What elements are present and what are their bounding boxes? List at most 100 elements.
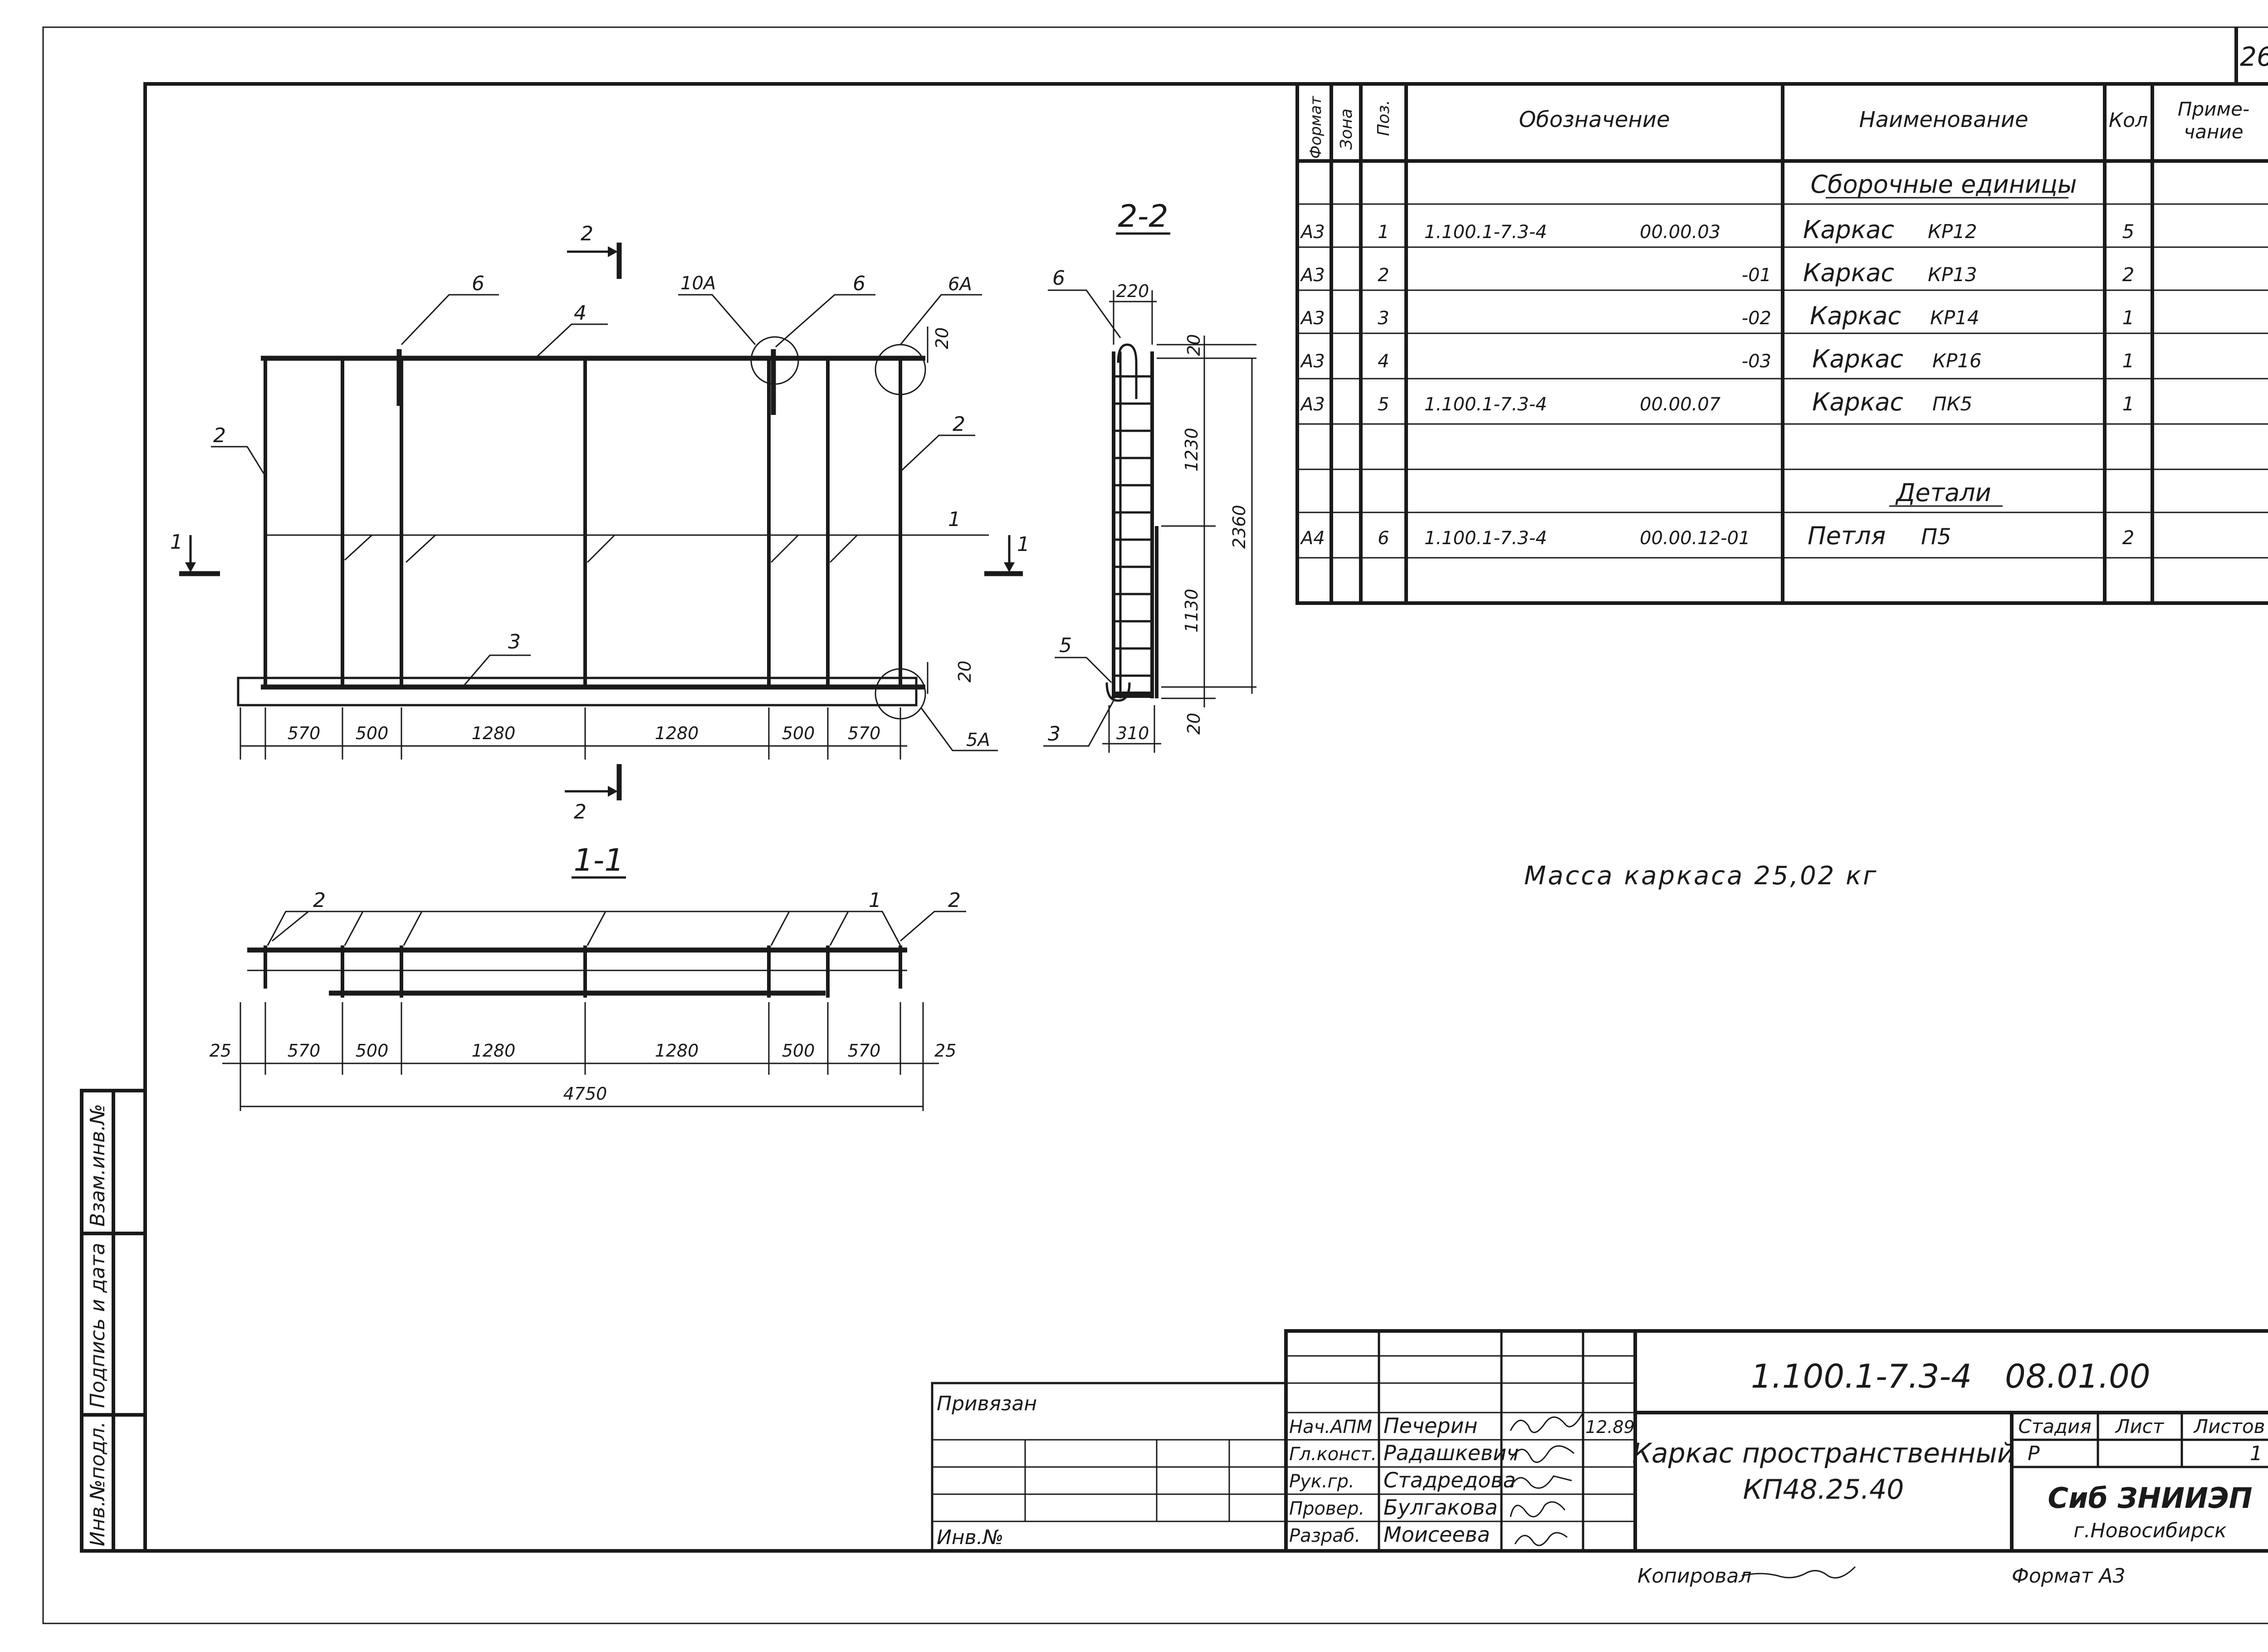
svg-text:1230: 1230 xyxy=(1182,428,1202,472)
title-block: Привязан Инв.№ Нач.АПМ Печерин Гл.конст.… xyxy=(931,1329,2268,1552)
svg-text:Каркас: Каркас xyxy=(1812,345,1903,373)
section-11-callout-2-left: 2 xyxy=(313,889,326,912)
strip-sign-date: Подпись и дата xyxy=(86,1243,109,1408)
svg-text:00.00.12-01: 00.00.12-01 xyxy=(1640,528,1750,549)
svg-text:20: 20 xyxy=(1184,334,1204,356)
svg-text:-03: -03 xyxy=(1742,351,1771,372)
svg-text:А3: А3 xyxy=(1300,351,1325,372)
section-1-1-view: 1-1 2 1 2 xyxy=(210,843,966,1111)
svg-text:570: 570 xyxy=(288,723,321,743)
sheets-value: 1 xyxy=(2250,1442,2263,1465)
section-22-dim-bottom: 310 xyxy=(1102,705,1161,753)
svg-text:Нач.АПМ: Нач.АПМ xyxy=(1289,1417,1372,1438)
svg-text:1280: 1280 xyxy=(655,1041,699,1061)
svg-text:Копировал: Копировал xyxy=(1637,1564,1751,1588)
svg-text:Каркас: Каркас xyxy=(1810,302,1901,330)
svg-text:1: 1 xyxy=(2122,307,2135,329)
callout-10a: 10А xyxy=(680,273,716,294)
inv-label: Инв.№ xyxy=(937,1526,1003,1549)
svg-text:1: 1 xyxy=(1378,222,1389,243)
signature-scribble xyxy=(1510,1445,1574,1463)
svg-text:1.100.1-7.3-4: 1.100.1-7.3-4 xyxy=(1424,222,1547,243)
spec-row: А3 4 -03 Каркас КР16 1 xyxy=(1300,345,2134,373)
stage-label: Стадия xyxy=(2018,1415,2091,1438)
svg-text:2: 2 xyxy=(2122,526,2135,549)
approval-date: 12.89 xyxy=(1585,1417,1635,1437)
svg-text:5: 5 xyxy=(2122,220,2135,243)
format-label: Формат А3 xyxy=(2012,1564,2126,1588)
outer-trim-border xyxy=(42,26,2268,1624)
section-11-callout-2-right: 2 xyxy=(948,889,961,912)
svg-text:2: 2 xyxy=(581,222,593,245)
svg-text:3: 3 xyxy=(1378,308,1389,329)
svg-text:25: 25 xyxy=(210,1041,231,1061)
section-11-dimension-chain: 25 570 500 1280 1280 500 570 25 4750 xyxy=(210,1002,956,1111)
svg-text:А3: А3 xyxy=(1300,308,1325,329)
svg-text:1280: 1280 xyxy=(472,723,516,743)
svg-text:1: 1 xyxy=(2122,350,2135,372)
callout-1: 1 xyxy=(948,508,961,531)
svg-text:20: 20 xyxy=(932,327,952,349)
svg-text:ПК5: ПК5 xyxy=(1932,393,1972,415)
svg-text:00.00.07: 00.00.07 xyxy=(1640,394,1721,415)
section-mark-1-left: 1 xyxy=(170,531,220,576)
doc-suffix: 08.01.00 xyxy=(2005,1357,2151,1395)
svg-text:500: 500 xyxy=(356,723,389,743)
svg-text:1.100.1-7.3-4: 1.100.1-7.3-4 xyxy=(1424,394,1547,415)
svg-text:570: 570 xyxy=(848,723,881,743)
signer-row: Провер. Булгакова xyxy=(1289,1495,1498,1520)
svg-text:2: 2 xyxy=(1378,265,1389,286)
callout-6-left: 6 xyxy=(472,272,484,295)
svg-text:00.00.03: 00.00.03 xyxy=(1640,222,1721,243)
svg-text:570: 570 xyxy=(848,1041,881,1061)
svg-text:А4: А4 xyxy=(1300,528,1325,549)
hdr-zone: Зона xyxy=(1337,108,1356,150)
section-22-callout-3: 3 xyxy=(1048,722,1061,746)
section-assembly-units: Сборочные единицы xyxy=(1810,170,2077,199)
svg-text:КР12: КР12 xyxy=(1928,220,1977,243)
elevation-dim-20-top: 20 xyxy=(927,327,952,363)
specification-table: Формат Зона Поз. Обозначение Наименовани… xyxy=(1295,84,2268,605)
organization-city: г.Новосибирск xyxy=(2073,1519,2227,1542)
svg-text:1280: 1280 xyxy=(472,1041,516,1061)
sheet-number-box: 26 xyxy=(2234,27,2268,84)
svg-text:Каркас: Каркас xyxy=(1803,215,1894,244)
signer-row: Рук.гр. Стадредова xyxy=(1289,1468,1516,1492)
hdr-designation: Обозначение xyxy=(1519,107,1670,132)
svg-text:310: 310 xyxy=(1116,723,1149,743)
hdr-note-line2: чание xyxy=(2184,121,2243,143)
section-mark-1-right: 1 xyxy=(984,533,1030,576)
bound-label: Привязан xyxy=(937,1392,1037,1415)
spec-row: А3 2 -01 Каркас КР13 2 xyxy=(1300,258,2134,287)
sheet-label: Лист xyxy=(2115,1415,2165,1438)
svg-text:1280: 1280 xyxy=(655,723,699,743)
svg-text:-02: -02 xyxy=(1742,308,1771,329)
left-binding-strip: Инв.№подл. Подпись и дата Взам.инв.№ xyxy=(80,1089,147,1553)
signature-scribble xyxy=(1514,1532,1568,1546)
svg-text:Стадредова: Стадредова xyxy=(1383,1468,1516,1492)
sheet-number: 26 xyxy=(2240,41,2268,72)
section-details: Детали xyxy=(1895,478,1991,507)
svg-text:5: 5 xyxy=(1378,394,1389,415)
organization-name: Сиб ЗНИИЭП xyxy=(2048,1481,2253,1515)
hdr-format: Формат xyxy=(1307,96,1325,159)
svg-text:А3: А3 xyxy=(1300,265,1325,286)
section-22-callout-5: 5 xyxy=(1059,634,1072,657)
callout-6a: 6А xyxy=(948,274,972,295)
svg-text:2: 2 xyxy=(2122,263,2135,286)
strip-replace-inv: Взам.инв.№ xyxy=(86,1104,109,1227)
section-11-callout-1: 1 xyxy=(869,889,881,912)
svg-text:500: 500 xyxy=(356,1041,389,1061)
callout-4: 4 xyxy=(574,302,587,325)
spec-row: А4 6 1.100.1-7.3-4 00.00.12-01 Петля П5 … xyxy=(1300,521,2134,550)
section-mark-2-top: 2 xyxy=(567,222,622,279)
svg-text:Рук.гр.: Рук.гр. xyxy=(1289,1471,1354,1492)
svg-text:4: 4 xyxy=(1378,351,1389,372)
hdr-name: Наименование xyxy=(1859,107,2028,132)
svg-text:Печерин: Печерин xyxy=(1383,1413,1478,1438)
callout-6-right: 6 xyxy=(853,272,865,295)
svg-text:20: 20 xyxy=(955,661,975,682)
svg-text:500: 500 xyxy=(782,1041,815,1061)
svg-text:КР14: КР14 xyxy=(1930,307,1980,329)
